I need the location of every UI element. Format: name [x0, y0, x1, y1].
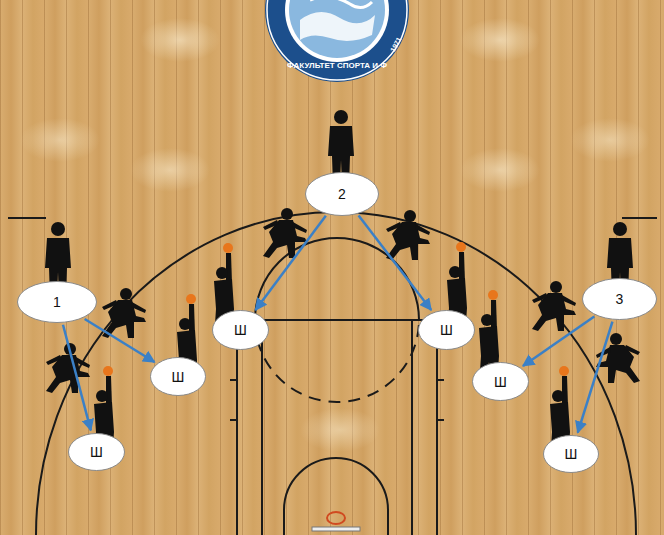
pass-arrow	[63, 325, 91, 431]
player-position-ellipse: 2	[305, 172, 379, 216]
position-label: 3	[616, 292, 624, 306]
position-label: Ш	[565, 447, 578, 461]
position-label: Ш	[234, 323, 247, 337]
player-position-ellipse: Ш	[418, 310, 475, 350]
pass-arrow	[578, 322, 613, 433]
position-label: 2	[338, 187, 346, 201]
position-label: Ш	[494, 375, 507, 389]
player-position-ellipse: Ш	[68, 433, 125, 471]
player-position-ellipse: 1	[17, 281, 97, 323]
player-silhouettes	[45, 110, 640, 461]
player-position-ellipse: Ш	[150, 357, 206, 396]
basket	[312, 512, 360, 531]
court-lines	[8, 212, 657, 535]
position-label: Ш	[90, 445, 103, 459]
position-label: Ш	[440, 323, 453, 337]
pass-arrow	[256, 216, 326, 310]
position-label: Ш	[172, 370, 185, 384]
pass-arrow	[523, 316, 594, 365]
pass-arrow	[85, 319, 155, 362]
player-position-ellipse: Ш	[543, 435, 599, 473]
player-position-ellipse: Ш	[212, 310, 269, 350]
position-label: 1	[53, 295, 61, 309]
player-position-ellipse: Ш	[472, 362, 529, 401]
university-logo	[265, 0, 409, 82]
pass-arrow	[359, 216, 432, 310]
player-position-ellipse: 3	[582, 278, 657, 320]
logo-text: ФАКУЛЬТЕТ СПОРТА И Ф	[287, 62, 387, 70]
